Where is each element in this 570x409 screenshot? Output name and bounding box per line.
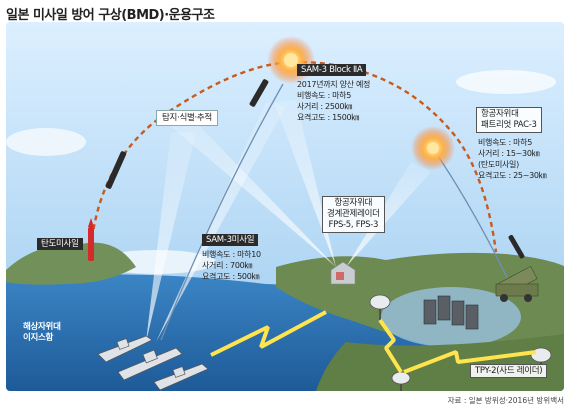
left-island [6, 242, 136, 285]
source-note: 자료 : 일본 방위성·2016년 방위백서 [447, 396, 564, 405]
patriot-name: 항공자위대 패트리엇 PAC-3 [476, 107, 542, 133]
command-center-icon [423, 295, 479, 330]
radar-station-icon [330, 261, 356, 285]
patriot-line-4: 요격고도 : 25~30㎞ [478, 171, 547, 180]
aegis-name: 해상자위대 이지스함 [23, 322, 61, 344]
patriot-name-line-2: 패트리엇 PAC-3 [481, 120, 537, 130]
sam3-line-3: 요격고도 : 500㎞ [202, 272, 260, 281]
tpy2-label: TPY-2(사드 레이더) [470, 364, 548, 378]
sam3-block2a-line-2: 비행속도 : 마하5 [297, 91, 352, 100]
aegis-ships-icon [97, 335, 209, 391]
sam3-name: SAM-3미사일 [202, 234, 259, 246]
data-links [210, 310, 537, 374]
sam3-block2a-line-3: 사거리 : 2500㎞ [297, 102, 352, 111]
dish-antenna-icon [369, 294, 391, 320]
missiles-in-flight [105, 79, 525, 259]
patriot-name-line-1: 항공자위대 [481, 109, 519, 119]
detect-track-label: 탐지·식별·추적 [156, 110, 218, 126]
ballistic-missile-label: 탄도미사일 [37, 238, 83, 250]
page-title: 일본 미사일 방어 구상(BMD)·운용구조 [6, 8, 215, 23]
sam3-block2a-line-1: 2017년까지 양산 예정 [297, 80, 371, 89]
sam3-trail [160, 83, 284, 341]
patriot-line-2: 사거리 : 15~30㎞ [478, 149, 540, 158]
radar-name-line-3: FPS-5, FPS-3 [328, 220, 379, 230]
sam3-line-2: 사거리 : 700㎞ [202, 261, 253, 270]
patriot-line-3: (탄도미사일) [478, 160, 519, 169]
radar-name: 항공자위대 경계관제레이더 FPS-5, FPS-3 [322, 196, 385, 233]
radar-site-area [381, 287, 521, 347]
ballistic-missile-icon [88, 227, 94, 261]
aegis-name-line-1: 해상자위대 [23, 322, 61, 332]
sam3-line-1: 비행속도 : 마하10 [202, 250, 261, 259]
aegis-name-line-2: 이지스함 [23, 333, 54, 343]
explosion-upper-core [284, 53, 298, 67]
detection-beams [146, 100, 431, 342]
radar-name-line-1: 항공자위대 [334, 198, 373, 208]
diagram-svg [6, 22, 564, 391]
patriot-launcher-icon [495, 265, 539, 302]
patriot-line-1: 비행속도 : 마하5 [478, 138, 533, 147]
diagram-panel: 탄도미사일 탐지·식별·추적 SAM-3 Block ⅡA 2017년까지 양산… [6, 22, 564, 391]
sam3-block2a-name: SAM-3 Block ⅡA [297, 64, 367, 76]
sam3-block2a-line-4: 요격고도 : 1500㎞ [297, 113, 359, 122]
radar-name-line-2: 경계관제레이더 [327, 209, 380, 219]
explosion-lower-core [427, 142, 439, 154]
